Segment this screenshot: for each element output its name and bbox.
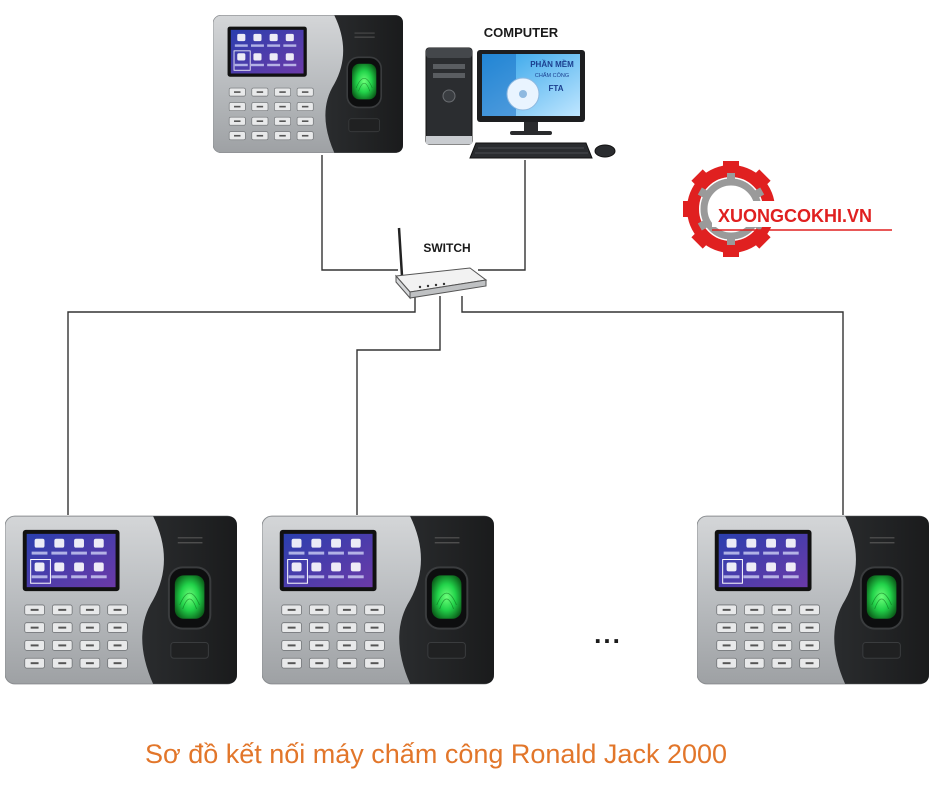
terminal-top [213, 15, 403, 153]
logo-text: XUONGCOKHI.VN [718, 206, 872, 226]
switch: SWITCH [394, 227, 488, 300]
monitor-text-3: FTA [549, 84, 564, 93]
terminal-2 [262, 515, 494, 685]
diagram-caption: Sơ đồ kết nối máy chấm công Ronald Jack … [145, 739, 727, 769]
ellipsis-label: ... [594, 619, 622, 649]
terminal-3 [697, 515, 929, 685]
monitor-text-1: PHẦN MỀM [530, 59, 574, 69]
monitor-text-2: CHẤM CÔNG [535, 72, 569, 79]
computer: PHẦN MỀM CHẤM CÔNG FTA COMPUTER [425, 25, 616, 159]
monitor: PHẦN MỀM CHẤM CÔNG FTA [477, 50, 585, 135]
desktop-computer-icon [425, 47, 473, 145]
network-switch-icon [394, 227, 488, 300]
computer-label: COMPUTER [484, 25, 559, 40]
brand-logo: XUONGCOKHI.VN [683, 161, 892, 257]
mouse [594, 144, 616, 158]
terminal-1 [5, 515, 237, 685]
keyboard [469, 142, 593, 159]
connection-wires [67, 155, 844, 515]
antenna [397, 227, 404, 277]
switch-label: SWITCH [423, 241, 470, 255]
